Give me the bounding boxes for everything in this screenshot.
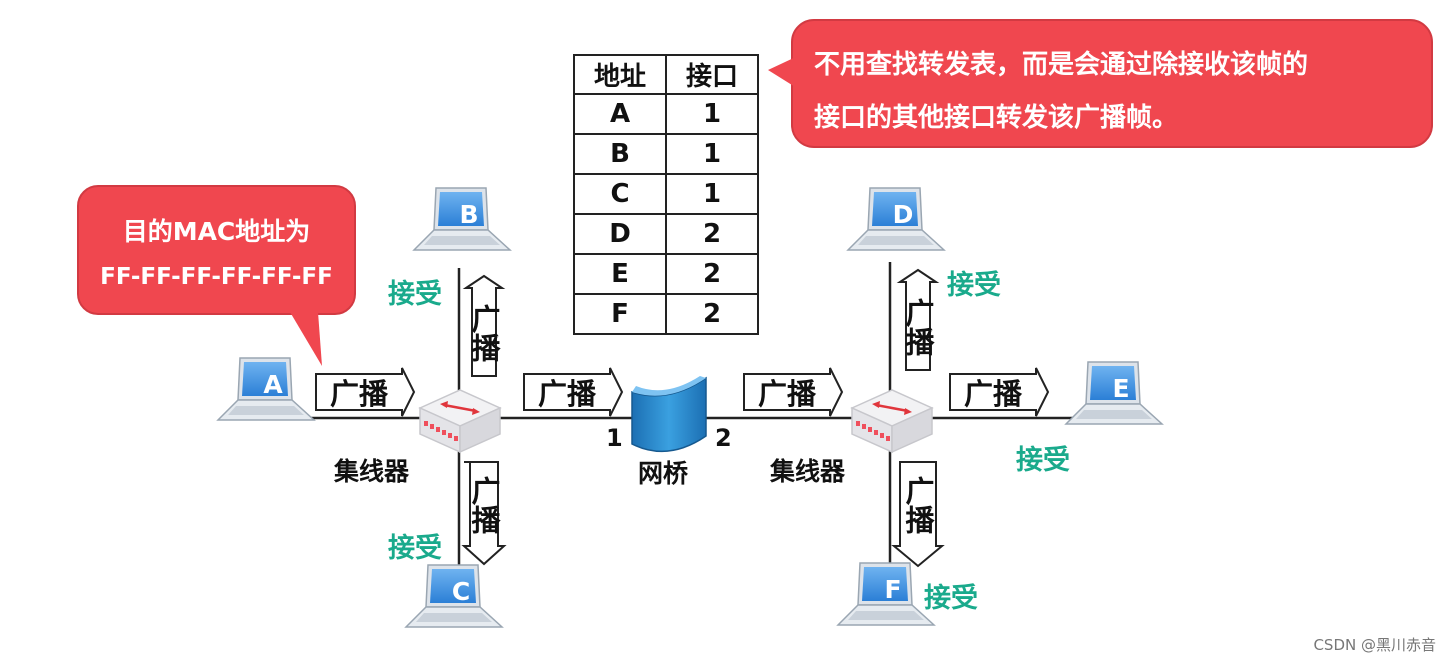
table-cell-port: 1 xyxy=(665,133,759,175)
callout-right-line1: 不用查找转发表，而是会通过除接收该帧的 xyxy=(814,50,1309,80)
table-cell-address: F xyxy=(573,293,667,335)
hub-right-icon xyxy=(850,388,934,454)
table-cell-address: E xyxy=(573,253,667,295)
bridge-port-1-label: 1 xyxy=(606,424,623,452)
callout-right-shape xyxy=(768,19,1433,148)
broadcast-label-b: 广播 xyxy=(467,304,501,362)
bridge-label: 网桥 xyxy=(638,459,689,488)
table-cell-address: A xyxy=(573,93,667,135)
broadcast-label-bridge-in: 广播 xyxy=(537,377,596,411)
host-c-label: C xyxy=(451,577,471,606)
broadcast-arrow-up-d xyxy=(896,268,940,371)
accept-label-d: 接受 xyxy=(947,270,1001,301)
table-cell-port: 1 xyxy=(665,93,759,135)
host-f-label: F xyxy=(884,575,902,604)
accept-label-c: 接受 xyxy=(388,533,442,564)
accept-label-f: 接受 xyxy=(924,583,978,614)
table-cell-port: 1 xyxy=(665,173,759,215)
bridge-port-2-label: 2 xyxy=(715,424,732,452)
hub-left-icon xyxy=(418,388,502,454)
hub-left-label: 集线器 xyxy=(334,457,410,486)
broadcast-label-e: 广播 xyxy=(963,377,1022,411)
table-cell-address: B xyxy=(573,133,667,175)
callout-left-shape xyxy=(77,185,356,366)
host-b-label: B xyxy=(459,200,479,229)
callout-left-line2: FF-FF-FF-FF-FF-FF xyxy=(100,264,333,290)
hub-right-label: 集线器 xyxy=(770,457,846,486)
broadcast-arrow-up-b xyxy=(462,274,506,377)
callout-left-line1: 目的MAC地址为 xyxy=(122,217,311,246)
table-cell-port: 2 xyxy=(665,253,759,295)
table-cell-address: D xyxy=(573,213,667,255)
broadcast-arrow-down-c xyxy=(461,461,507,566)
bridge-icon xyxy=(631,376,707,453)
broadcast-label-a: 广播 xyxy=(329,377,388,411)
callout-right-line2: 接口的其他接口转发该广播帧。 xyxy=(814,103,1179,133)
table-header-port: 接口 xyxy=(665,54,759,95)
watermark: CSDN @黑川赤音 xyxy=(1313,636,1436,654)
broadcast-label-f: 广播 xyxy=(901,476,935,534)
table-cell-port: 2 xyxy=(665,293,759,335)
broadcast-arrow-down-f xyxy=(891,461,945,568)
broadcast-label-c: 广播 xyxy=(467,476,501,534)
host-a-label: A xyxy=(263,370,283,399)
host-e-label: E xyxy=(1112,374,1130,403)
table-cell-port: 2 xyxy=(665,213,759,255)
table-cell-address: C xyxy=(573,173,667,215)
broadcast-label-bridge-out: 广播 xyxy=(757,377,816,411)
broadcast-label-d: 广播 xyxy=(901,298,935,356)
table-header-address: 地址 xyxy=(573,54,667,95)
host-d-label: D xyxy=(892,200,914,229)
table-header-row: 地址 接口 xyxy=(573,54,759,95)
accept-label-e: 接受 xyxy=(1016,445,1070,476)
accept-label-b: 接受 xyxy=(388,279,442,310)
